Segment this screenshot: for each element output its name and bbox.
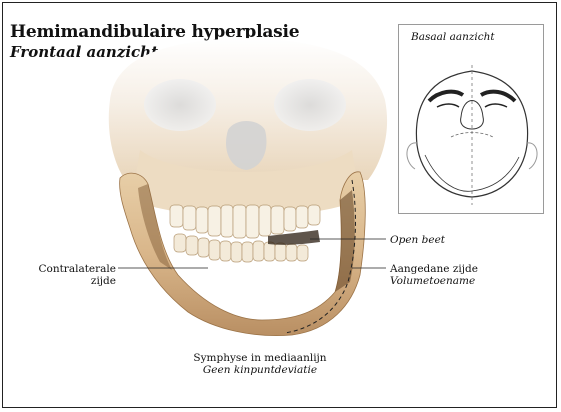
label-symphysis: Symphyse in mediaanlijn Geen kinpuntdevi… (150, 352, 370, 376)
open-bite-text: Open beet (390, 234, 445, 246)
left-orbit (144, 79, 216, 131)
affected-line-1: Aangedane zijde (390, 263, 478, 275)
contralateral-line-1: Contralaterale (36, 263, 116, 275)
basal-view-drawing (399, 25, 545, 215)
left-ear (407, 143, 417, 169)
symphysis-line-1: Symphyse in mediaanlijn (150, 352, 370, 364)
label-affected-side: Aangedane zijde Volumetoename (390, 263, 478, 287)
label-open-bite: Open beet (390, 234, 445, 246)
label-contralateral: Contralaterale zijde (36, 263, 116, 287)
right-ear (527, 143, 537, 169)
basal-view-inset: Basaal aanzicht (398, 24, 544, 214)
contralateral-line-2: zijde (36, 275, 116, 287)
symphysis-line-2: Geen kinpuntdeviatie (150, 364, 370, 376)
affected-line-2: Volumetoename (390, 275, 478, 287)
right-orbit (274, 79, 346, 131)
